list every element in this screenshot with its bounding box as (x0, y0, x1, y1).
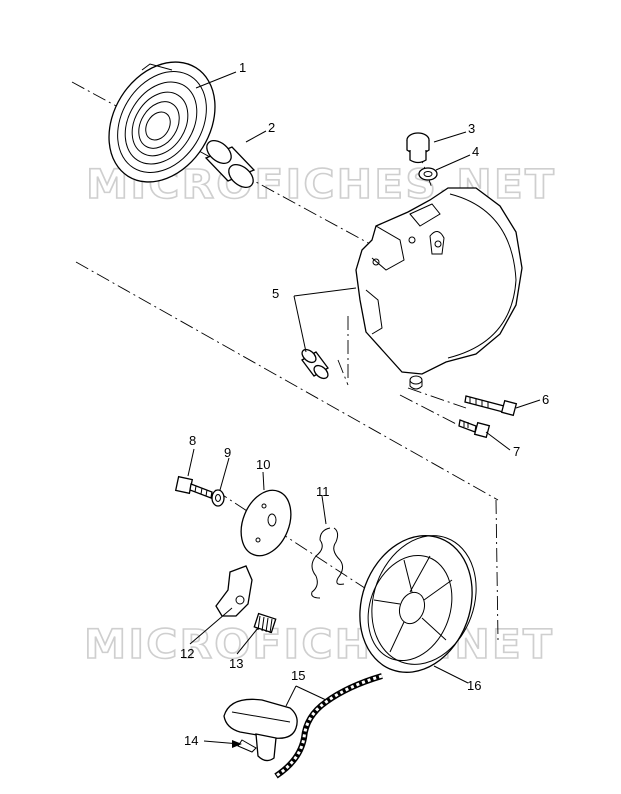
callout-13: 13 (229, 656, 243, 671)
bolt-icon (174, 475, 213, 499)
starter-rope-icon (274, 673, 383, 779)
bolt-icon (464, 395, 518, 417)
plug-icon (406, 132, 430, 164)
leader-lines (187, 71, 541, 748)
callout-6: 6 (542, 392, 549, 407)
callout-11: 11 (316, 484, 330, 499)
bushing-icon (301, 348, 329, 380)
pawl-spring-icon (253, 612, 277, 634)
callout-3: 3 (468, 121, 475, 136)
callout-15: 15 (291, 668, 305, 683)
ratchet-pawl-icon (215, 565, 253, 617)
recoil-spring-icon (108, 61, 216, 183)
washer-icon (211, 489, 225, 507)
bolt-icon (458, 419, 491, 439)
callout-14: 14 (184, 733, 198, 748)
callout-numbers: 1 2 3 4 5 6 7 8 9 10 11 12 13 14 15 16 (180, 60, 549, 748)
callout-8: 8 (189, 433, 196, 448)
callout-1: 1 (239, 60, 246, 75)
rope-pulley-icon (359, 535, 477, 673)
starter-handle-icon (223, 698, 298, 762)
friction-plate-icon (240, 489, 292, 557)
washer-icon (418, 167, 438, 181)
bushing-icon (204, 140, 256, 188)
watermark-bottom: MICROFICHES.NET (84, 622, 554, 668)
callout-5: 5 (272, 286, 279, 301)
callout-7: 7 (513, 444, 520, 459)
callout-12: 12 (180, 646, 194, 661)
recoil-housing-icon (355, 187, 523, 390)
callout-2: 2 (268, 120, 275, 135)
callout-16: 16 (467, 678, 481, 693)
friction-spring-icon (311, 527, 345, 599)
callout-9: 9 (224, 445, 231, 460)
callout-4: 4 (472, 144, 479, 159)
callout-10: 10 (256, 457, 270, 472)
